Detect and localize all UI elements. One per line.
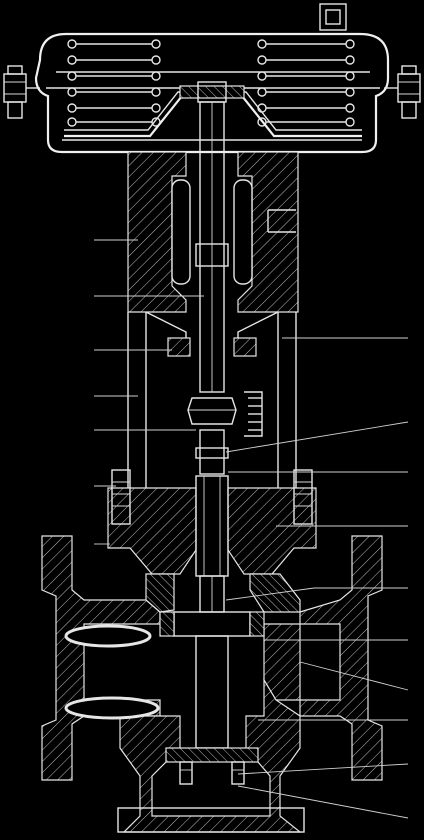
valve-body (41, 535, 383, 833)
leader-plug-stem (225, 587, 315, 601)
right-flange-bolt-icon (384, 65, 421, 119)
seat-ring (165, 747, 259, 785)
leader-lines (94, 239, 409, 819)
left-spring-icon (67, 39, 161, 127)
travel-indicator-icon (244, 391, 263, 437)
leader-travel-indicator (225, 421, 409, 453)
left-flange-bolt-icon (3, 65, 40, 119)
yoke (127, 151, 299, 488)
leader-bottom-flange (237, 785, 409, 819)
valve-plug (159, 575, 265, 749)
actuator-stem (195, 81, 229, 393)
flow-port-icon (64, 624, 160, 720)
leader-bottom-bolt (237, 763, 409, 775)
diaphragm-plate (64, 85, 362, 138)
leader-body (299, 661, 409, 691)
bonnet (107, 469, 317, 577)
right-spring-icon (257, 39, 355, 127)
actuator-housing (3, 3, 421, 154)
stem-connector (187, 397, 237, 475)
